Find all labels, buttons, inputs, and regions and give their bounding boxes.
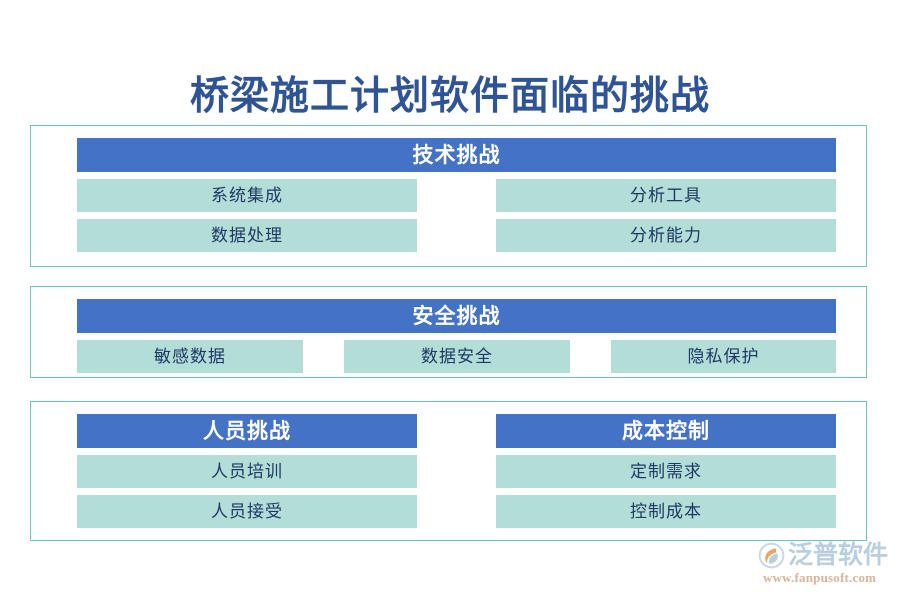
watermark-logo: 泛普软件 www.fanpusoft.com bbox=[758, 542, 898, 590]
item-box: 分析工具 bbox=[496, 179, 836, 212]
item-box: 定制需求 bbox=[496, 455, 836, 488]
item-box: 数据安全 bbox=[344, 340, 570, 373]
block-header-cost-control: 成本控制 bbox=[496, 414, 836, 448]
item-box: 隐私保护 bbox=[611, 340, 836, 373]
section-personnel-and-cost: 人员挑战 人员培训 人员接受 成本控制 定制需求 控制成本 bbox=[30, 401, 867, 541]
watermark-brand-name: 泛普软件 bbox=[788, 542, 889, 569]
fanpu-logo-icon bbox=[758, 542, 785, 569]
block-header-security-challenges: 安全挑战 bbox=[77, 299, 836, 333]
item-box: 人员培训 bbox=[77, 455, 417, 488]
item-box: 数据处理 bbox=[77, 219, 417, 252]
page-title: 桥梁施工计划软件面临的挑战 bbox=[189, 75, 710, 118]
item-box: 系统集成 bbox=[77, 179, 417, 212]
item-box: 控制成本 bbox=[496, 495, 836, 528]
block-header-technical-challenges: 技术挑战 bbox=[77, 138, 836, 172]
watermark-url: www.fanpusoft.com bbox=[763, 570, 877, 585]
section-security-challenges-inner: 安全挑战 敏感数据 数据安全 隐私保护 bbox=[31, 287, 866, 377]
watermark-brand-row: 泛普软件 bbox=[758, 542, 888, 569]
block-header-personnel-challenges: 人员挑战 bbox=[77, 414, 417, 448]
item-box: 敏感数据 bbox=[77, 340, 303, 373]
item-box: 分析能力 bbox=[496, 219, 836, 252]
section-personnel-and-cost-inner: 人员挑战 人员培训 人员接受 成本控制 定制需求 控制成本 bbox=[31, 402, 866, 540]
section-security-challenges: 安全挑战 敏感数据 数据安全 隐私保护 bbox=[30, 286, 867, 378]
item-box: 人员接受 bbox=[77, 495, 417, 528]
section-technical-challenges-inner: 技术挑战 系统集成 数据处理 分析工具 分析能力 bbox=[31, 126, 866, 266]
section-technical-challenges: 技术挑战 系统集成 数据处理 分析工具 分析能力 bbox=[30, 125, 867, 267]
